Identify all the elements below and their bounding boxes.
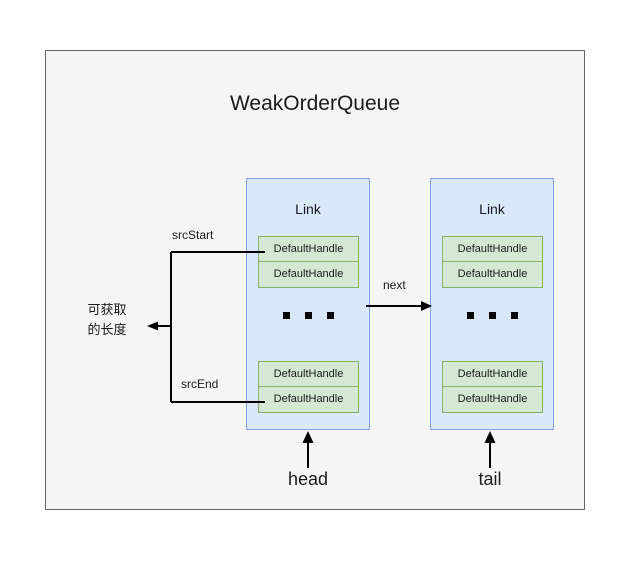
ellipsis-dot xyxy=(326,312,334,319)
ellipsis-icon xyxy=(247,312,369,319)
ellipsis-dot xyxy=(510,312,518,319)
link-title: Link xyxy=(295,201,321,217)
default-handle-cell[interactable]: DefaultHandle xyxy=(442,387,543,413)
next-label: next xyxy=(383,278,406,292)
ellipsis-dot xyxy=(304,312,312,319)
handle-group-bottom: DefaultHandle DefaultHandle xyxy=(258,361,359,413)
link-title: Link xyxy=(479,201,505,217)
handle-group-top: DefaultHandle DefaultHandle xyxy=(258,236,359,288)
ellipsis-icon xyxy=(431,312,553,319)
tail-label: tail xyxy=(478,469,502,489)
default-handle-cell[interactable]: DefaultHandle xyxy=(442,361,543,387)
ellipsis-dot xyxy=(282,312,290,319)
link-box-head[interactable]: Link DefaultHandle DefaultHandle Default… xyxy=(246,178,370,430)
default-handle-cell[interactable]: DefaultHandle xyxy=(258,236,359,262)
page-title: WeakOrderQueue xyxy=(229,92,401,115)
default-handle-cell[interactable]: DefaultHandle xyxy=(442,236,543,262)
default-handle-cell[interactable]: DefaultHandle xyxy=(258,387,359,413)
head-label: head xyxy=(287,469,329,489)
src-end-label: srcEnd xyxy=(181,377,219,391)
default-handle-cell[interactable]: DefaultHandle xyxy=(258,361,359,387)
default-handle-cell[interactable]: DefaultHandle xyxy=(258,262,359,288)
available-length-label: 可获取 的长度 xyxy=(87,302,127,337)
ellipsis-dot xyxy=(466,312,474,319)
ellipsis-dot xyxy=(488,312,496,319)
handle-group-top: DefaultHandle DefaultHandle xyxy=(442,236,543,288)
default-handle-cell[interactable]: DefaultHandle xyxy=(442,262,543,288)
src-start-label: srcStart xyxy=(172,228,214,242)
link-box-tail[interactable]: Link DefaultHandle DefaultHandle Default… xyxy=(430,178,554,430)
handle-group-bottom: DefaultHandle DefaultHandle xyxy=(442,361,543,413)
